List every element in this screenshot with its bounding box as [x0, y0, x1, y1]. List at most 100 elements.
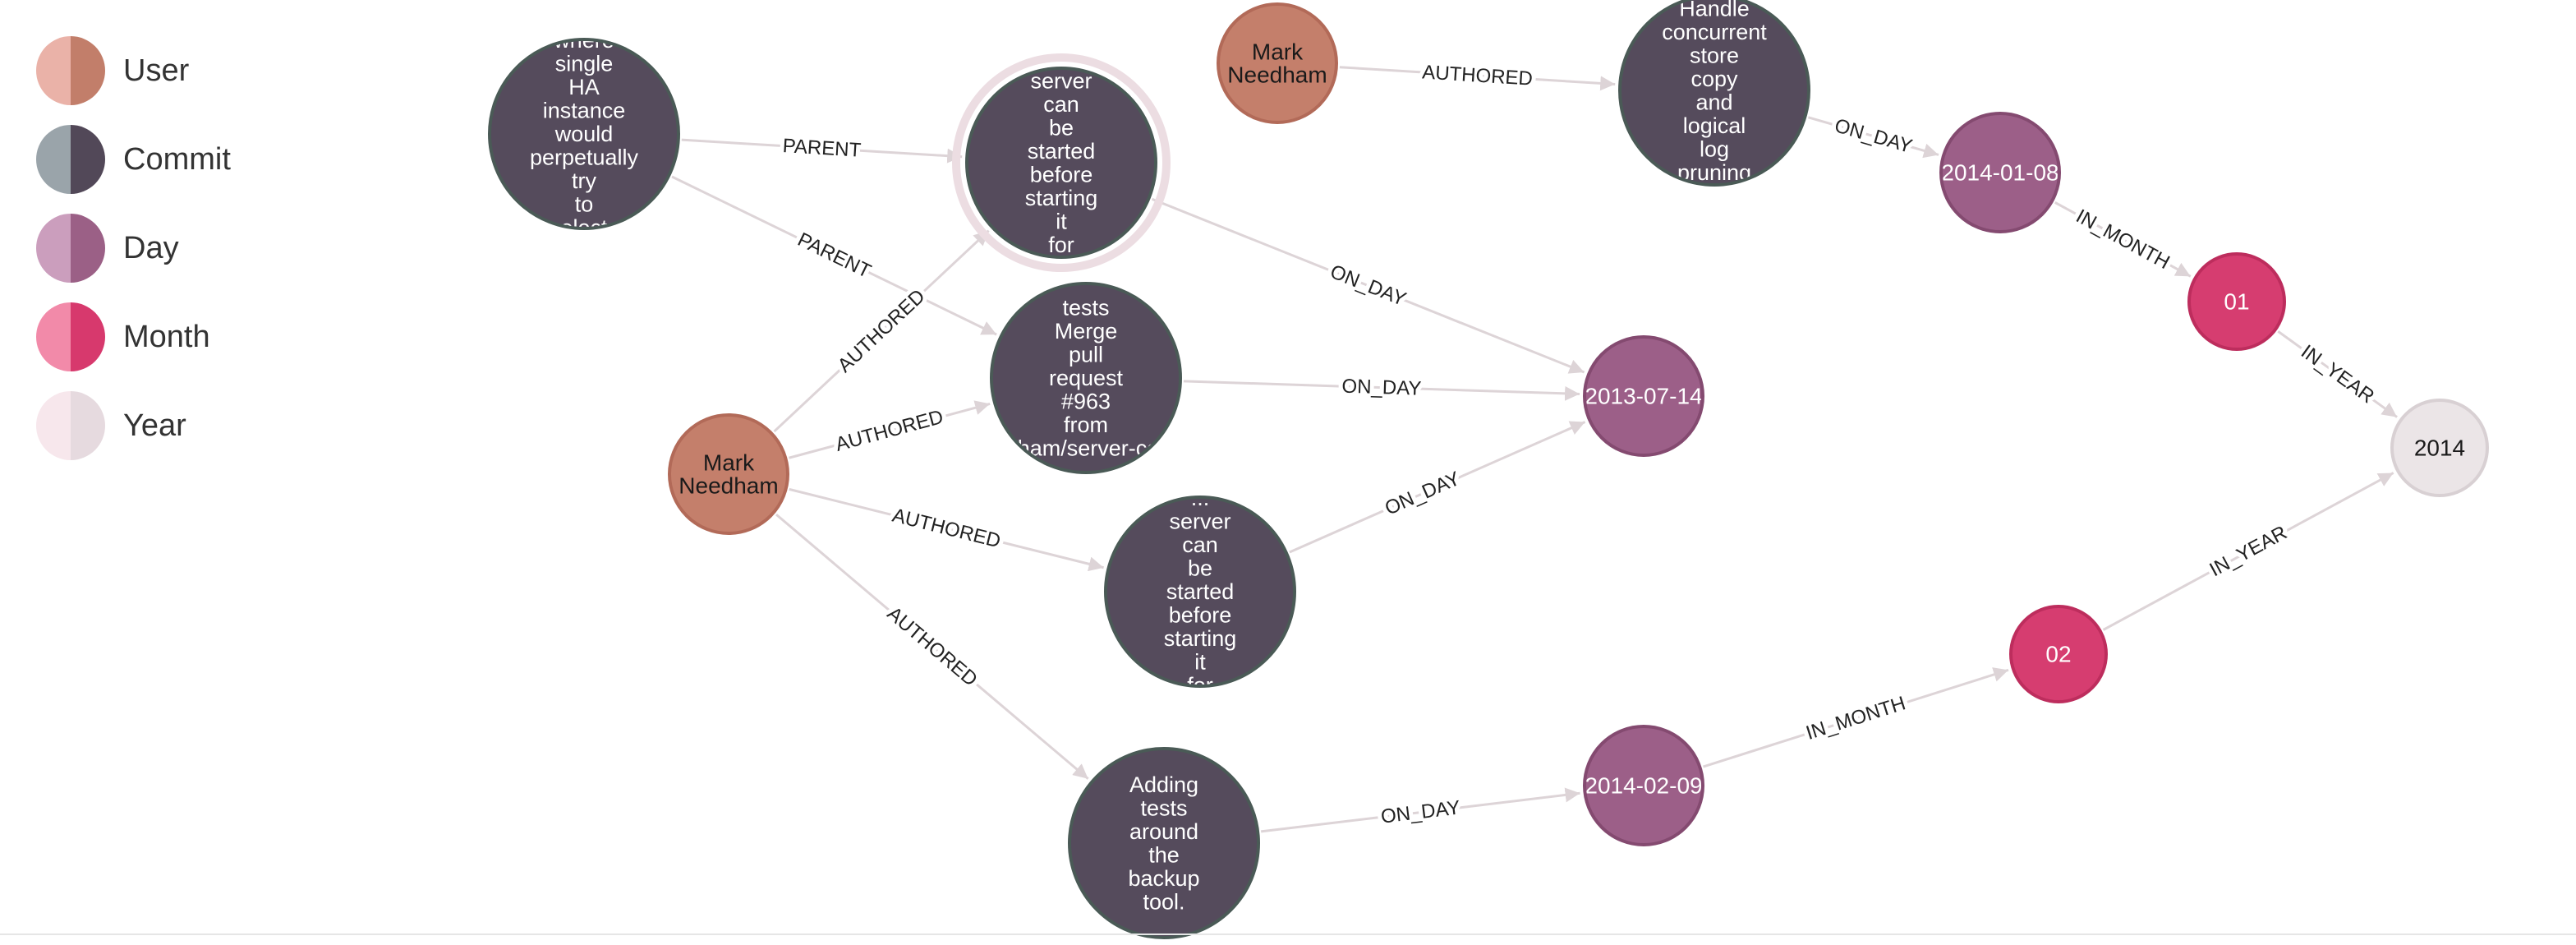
node-caption: wheresingleHAinstancewouldperpetuallytry… — [530, 41, 639, 240]
node-caption-line: would — [554, 122, 614, 146]
node-month[interactable]: 01 — [2187, 252, 2286, 351]
relationship-parent[interactable]: PARENT — [681, 131, 963, 166]
relationship-authored[interactable]: AUTHORED — [773, 229, 990, 433]
legend-swatch — [36, 214, 105, 283]
node-caption-line: to — [575, 192, 594, 217]
node-caption-line: backup — [1128, 866, 1199, 891]
node-caption: 2014 — [2414, 436, 2465, 461]
legend-item-month[interactable]: Month — [36, 302, 315, 371]
node-caption-line: it — [1194, 650, 1206, 675]
node-caption-line: Needham — [1227, 62, 1327, 88]
node-commit[interactable]: wheresingleHAinstancewouldperpetuallytry… — [488, 28, 680, 240]
relationship-authored[interactable]: AUTHORED — [789, 400, 991, 460]
node-circle — [668, 413, 789, 535]
node-caption-line: pull — [1069, 343, 1103, 367]
node-circle — [2009, 605, 2108, 703]
node-caption-line: before — [1030, 162, 1093, 187]
relationship-label: AUTHORED — [833, 406, 945, 456]
relationship-on-day[interactable]: ON_DAY — [1151, 197, 1585, 374]
node-caption-line: be — [1188, 556, 1212, 581]
node-caption-line: be — [1049, 115, 1074, 140]
legend-item-day[interactable]: Day — [36, 214, 315, 283]
relationship-authored[interactable]: AUTHORED — [789, 487, 1104, 572]
node-caption-line: elect — [560, 215, 608, 240]
node-caption-line: server — [1030, 68, 1092, 93]
node-caption: testsMergepullrequest#963frommneedham/se… — [950, 296, 1222, 461]
relationship-authored[interactable]: AUTHORED — [1339, 57, 1616, 94]
node-caption-line: ... — [1191, 486, 1210, 510]
node-caption-line: can — [1182, 532, 1218, 557]
node-month[interactable]: 02 — [2009, 605, 2108, 703]
legend-item-user[interactable]: User — [36, 36, 315, 105]
legend-swatch — [36, 125, 105, 194]
relationship-on-day[interactable]: ON_DAY — [1807, 110, 1939, 162]
relationship-label: ON_DAY — [1382, 468, 1464, 520]
relationship-label: PARENT — [794, 228, 875, 283]
node-commit[interactable]: testsMergepullrequest#963frommneedham/se… — [950, 282, 1222, 474]
relationship-in-year[interactable]: IN_YEAR — [2277, 330, 2398, 418]
node-circle — [990, 282, 1182, 474]
node-caption-line: 01 — [2224, 289, 2249, 315]
bottom-divider — [0, 933, 2576, 935]
node-circle — [1583, 725, 1704, 846]
node-commit[interactable]: Handleconcurrentstorecopyandlogicallogpr… — [1618, 0, 1810, 187]
legend-item-commit[interactable]: Commit — [36, 125, 315, 194]
relationship-in-month[interactable]: IN_MONTH — [1702, 667, 2009, 768]
relationship-line — [671, 175, 997, 336]
node-day[interactable]: 2013-07-14 — [1583, 335, 1704, 457]
relationship-label: ON_DAY — [1341, 376, 1422, 400]
node-caption-line: Needham — [678, 473, 778, 499]
relationship-line — [1702, 667, 2009, 768]
node-caption-line: Mark — [1252, 39, 1304, 65]
relationship-line — [1339, 66, 1616, 91]
relationship-in-year[interactable]: IN_YEAR — [2102, 472, 2394, 631]
node-circle — [965, 67, 1157, 259]
node-caption-line: from — [1064, 413, 1108, 437]
node-caption-line: mneedham/server-can-be... — [950, 436, 1222, 461]
node-year[interactable]: 2014 — [2390, 399, 2489, 497]
relationship-label: ON_DAY — [1327, 260, 1410, 311]
relationship-label: AUTHORED — [883, 602, 982, 691]
node-circle — [1583, 335, 1704, 457]
relationship-line — [681, 138, 963, 164]
relationship-parent[interactable]: PARENT — [671, 175, 997, 336]
node-day[interactable]: 2014-02-09 — [1583, 725, 1704, 846]
legend-label: Year — [123, 408, 186, 443]
relationship-line — [2102, 472, 2394, 631]
relationship-line — [1183, 380, 1580, 401]
relationship-on-day[interactable]: ON_DAY — [1260, 787, 1580, 833]
relationship-on-day[interactable]: ON_DAY — [1289, 421, 1586, 554]
legend-label: Day — [123, 231, 179, 265]
relationship-line — [789, 400, 991, 459]
node-caption-line: single — [555, 52, 614, 76]
node-caption-line: Merge — [1055, 319, 1118, 343]
relationship-label: AUTHORED — [890, 505, 1003, 553]
relationship-label: AUTHORED — [1422, 61, 1534, 90]
node-circle — [1104, 496, 1296, 688]
node-day[interactable]: 2014-01-08 — [1939, 112, 2061, 233]
node-caption-line: server — [1169, 509, 1230, 534]
legend-item-year[interactable]: Year — [36, 391, 315, 460]
node-circle — [2187, 252, 2286, 351]
node-caption-line: Mark — [703, 450, 755, 476]
relationship-authored[interactable]: AUTHORED — [775, 513, 1089, 780]
relationship-in-month[interactable]: IN_MONTH — [2054, 201, 2192, 278]
relationship-line — [1289, 421, 1586, 554]
relationship-label: AUTHORED — [834, 285, 930, 377]
node-circle — [1939, 112, 2061, 233]
node-caption-line: request — [1049, 366, 1124, 390]
node-circle — [1217, 2, 1338, 124]
node-caption-line: starting — [1025, 186, 1098, 210]
legend-swatch — [36, 302, 105, 371]
relationship-on-day[interactable]: ON_DAY — [1183, 371, 1580, 404]
node-caption-line: around — [1129, 819, 1198, 844]
node-commit[interactable]: ...servercanbestartedbeforestartingitfor… — [952, 45, 1171, 281]
